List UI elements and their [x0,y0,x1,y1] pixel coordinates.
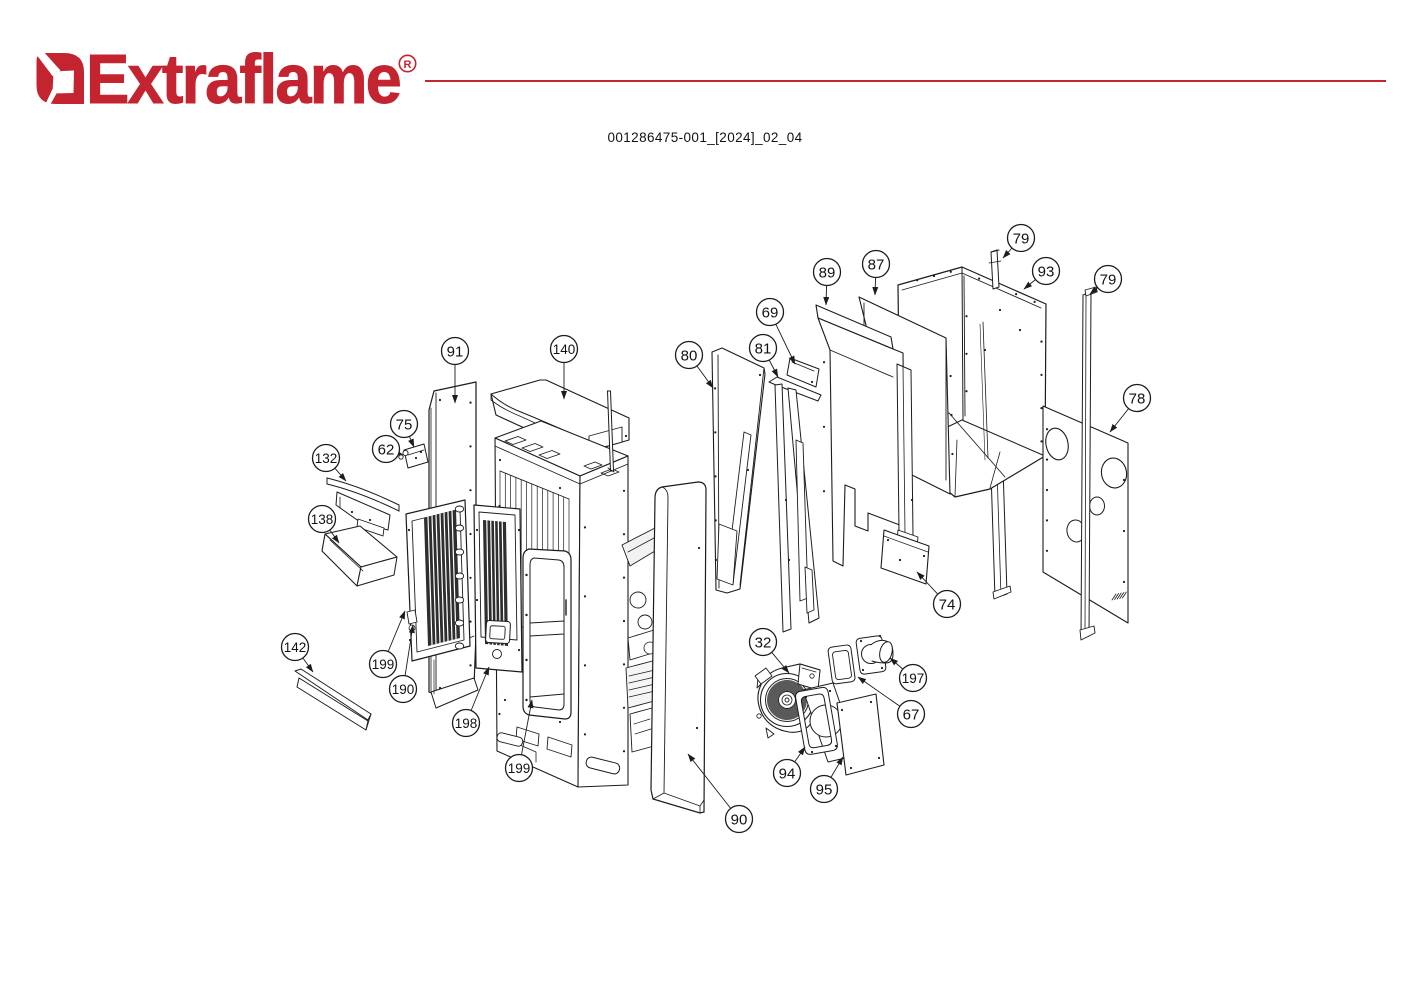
svg-text:198: 198 [455,716,478,731]
svg-text:79: 79 [1013,230,1030,247]
svg-text:90: 90 [731,811,748,828]
svg-text:80: 80 [681,347,698,364]
svg-text:R: R [404,59,412,71]
svg-text:79: 79 [1100,271,1117,288]
svg-text:94: 94 [779,765,796,782]
svg-text:81: 81 [755,340,772,357]
svg-text:91: 91 [447,343,464,360]
svg-text:197: 197 [902,671,925,686]
svg-text:69: 69 [762,304,779,321]
svg-text:199: 199 [508,761,531,776]
svg-text:67: 67 [903,706,920,723]
svg-text:62: 62 [378,441,395,458]
svg-text:87: 87 [868,256,885,273]
svg-text:75: 75 [396,416,413,433]
svg-text:78: 78 [1129,390,1146,407]
svg-text:74: 74 [939,596,956,613]
svg-text:001286475-001_[2024]_02_04: 001286475-001_[2024]_02_04 [607,130,802,145]
svg-text:Extraflame: Extraflame [86,40,400,118]
svg-text:132: 132 [315,451,338,466]
svg-text:140: 140 [553,342,576,357]
svg-text:93: 93 [1038,263,1055,280]
svg-text:32: 32 [755,634,772,651]
svg-text:89: 89 [819,264,836,281]
svg-text:199: 199 [372,657,395,672]
svg-text:95: 95 [816,781,833,798]
svg-text:138: 138 [311,512,334,527]
svg-text:142: 142 [284,640,307,655]
svg-text:190: 190 [392,682,415,697]
